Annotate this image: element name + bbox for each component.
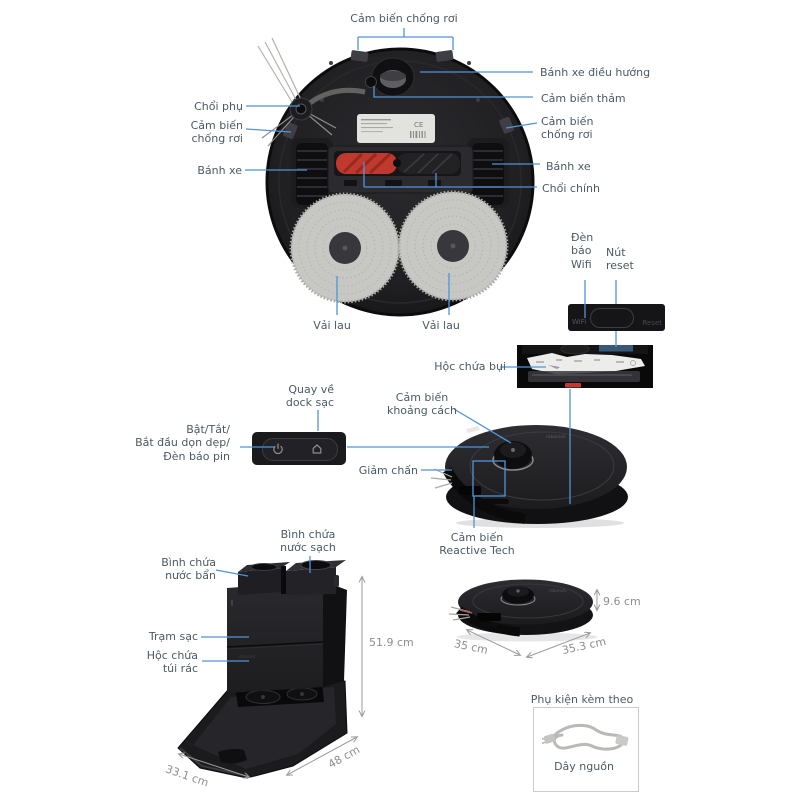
label-power-button: Bật/Tắt/ Bắt đầu dọn dẹp/ Đèn báo pin bbox=[135, 423, 230, 463]
dustbin-clip bbox=[565, 383, 581, 388]
label-side-brush: Chổi phụ bbox=[194, 100, 243, 113]
label-clean-tank: Bình chứa nước sạch bbox=[280, 528, 336, 555]
accessory-box bbox=[533, 707, 639, 792]
rating-label: CE bbox=[357, 114, 435, 143]
robot-underside-image: CE bbox=[257, 37, 535, 317]
label-reset-button: Nút reset bbox=[606, 246, 634, 273]
caster-wheel bbox=[371, 57, 415, 97]
label-charger: Trạm sạc bbox=[148, 630, 198, 643]
label-dock-button: Quay về dock sạc bbox=[285, 383, 334, 410]
power-icon bbox=[273, 443, 283, 455]
lidar-turret-side bbox=[500, 586, 536, 606]
power-cord-icon bbox=[542, 723, 629, 751]
mop-pad-left bbox=[289, 192, 401, 304]
dim-robot-height: 9.6 cm bbox=[603, 595, 641, 608]
dim-dock-height: 51.9 cm bbox=[369, 636, 414, 649]
label-bumper: Giảm chấn bbox=[358, 464, 418, 477]
label-dust-bag: Hộc chứa túi rác bbox=[146, 649, 198, 676]
label-dirty-tank: Bình chứa nước bẩn bbox=[161, 556, 216, 583]
dock-tower bbox=[227, 581, 323, 693]
drive-wheel-right bbox=[467, 138, 509, 208]
clean-water-tank bbox=[286, 560, 346, 595]
robot-sideview-image: roborock bbox=[448, 579, 597, 642]
reset-location-highlight bbox=[599, 345, 633, 352]
wifi-engraving: WiFi bbox=[572, 318, 587, 326]
label-wheel-left: Bánh xe bbox=[197, 164, 242, 177]
label-main-brush: Chổi chính bbox=[542, 182, 600, 195]
reset-button bbox=[590, 308, 634, 328]
svg-text:roborock: roborock bbox=[546, 434, 566, 440]
label-dustbin: Hộc chứa bụi bbox=[434, 360, 506, 373]
label-caster-wheel: Bánh xe điều hướng bbox=[540, 66, 651, 79]
drive-wheel-left bbox=[291, 138, 333, 208]
svg-text:CE: CE bbox=[414, 121, 423, 129]
svg-text:roborock: roborock bbox=[549, 588, 567, 593]
label-mop-right: Vải lau bbox=[422, 319, 460, 332]
mop-pad-right bbox=[397, 190, 509, 302]
home-icon bbox=[312, 444, 322, 454]
reactive-tech-sensor bbox=[459, 486, 481, 495]
dustbin-image bbox=[517, 345, 653, 388]
main-brush-assembly bbox=[327, 145, 474, 194]
label-distance-sensor: Cảm biến khoảng cách bbox=[386, 391, 458, 418]
svg-text:roborock: roborock bbox=[238, 654, 256, 659]
wifi-reset-module-image: WiFi Reset bbox=[568, 304, 665, 331]
label-drop-sensor-left: Cảm biến chống rơi bbox=[190, 119, 243, 146]
label-wifi-indicator: Đèn báo Wifi bbox=[571, 231, 594, 271]
label-wheel-right: Bánh xe bbox=[546, 160, 591, 173]
label-drop-sensor-top: Cảm biến chống rơi bbox=[350, 12, 458, 25]
accessory-power-cord: Dây nguồn bbox=[554, 760, 614, 773]
label-carpet-sensor: Cảm biến thảm bbox=[541, 92, 626, 105]
label-drop-sensor-right: Cảm biến chống rơi bbox=[541, 115, 594, 142]
label-mop-left: Vải lau bbox=[313, 319, 351, 332]
reset-engraving: Reset bbox=[642, 319, 662, 327]
label-reactive-sensor: Cảm biến Reactive Tech bbox=[439, 531, 515, 558]
carpet-sensor bbox=[365, 76, 377, 88]
dirty-water-tank bbox=[238, 562, 290, 595]
accessory-title: Phụ kiện kèm theo bbox=[530, 693, 634, 706]
button-panel-image bbox=[252, 432, 346, 465]
